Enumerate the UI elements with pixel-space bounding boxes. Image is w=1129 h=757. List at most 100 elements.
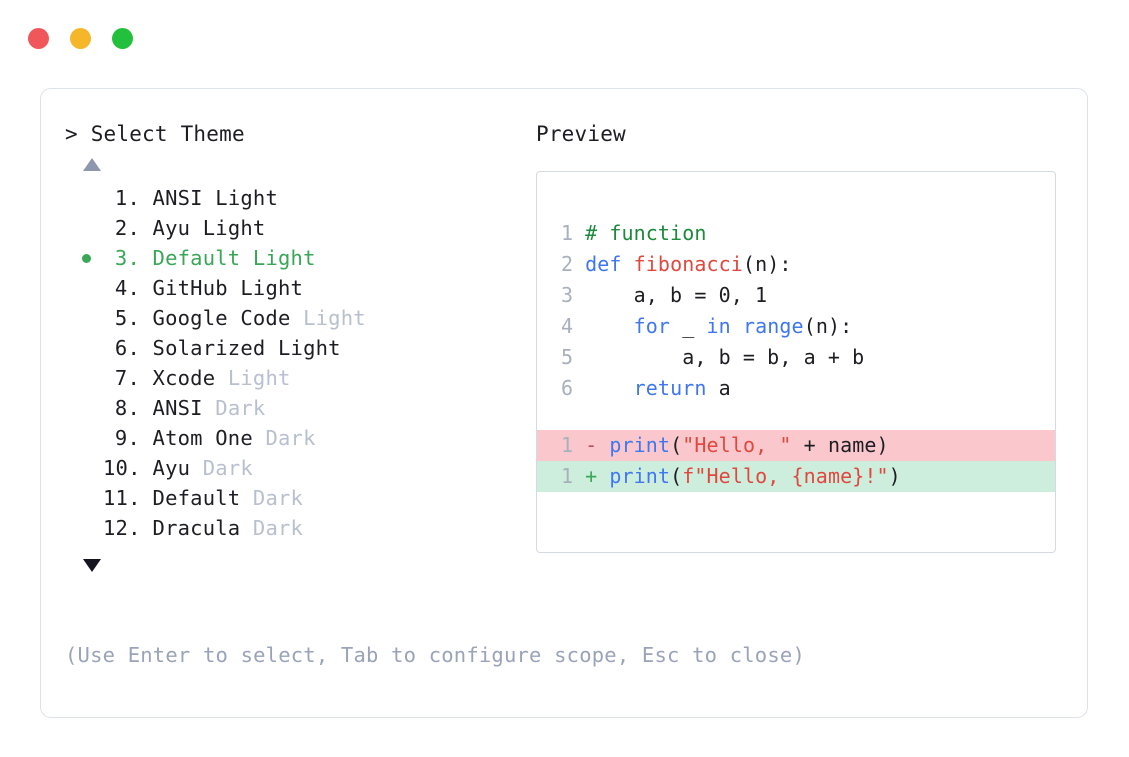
theme-item-variant: Dark <box>190 456 253 480</box>
theme-list-item[interactable]: 5. Google Code Light <box>65 303 535 333</box>
theme-item-variant: Dark <box>240 486 304 510</box>
theme-item-index: 4. <box>114 276 141 300</box>
code-token-call: range <box>742 314 804 338</box>
theme-item-index: 5. <box>114 306 141 330</box>
theme-item-index: 12. <box>103 516 141 540</box>
code-token-call: print <box>609 464 671 488</box>
code-line: 6 return a <box>537 373 1055 404</box>
code-token-keyword: def <box>585 252 634 276</box>
line-number: 3 <box>561 283 574 307</box>
theme-item-variant: Light <box>227 276 304 300</box>
theme-list-item[interactable]: 7. Xcode Light <box>65 363 535 393</box>
theme-list-item[interactable]: 8. ANSI Dark <box>65 393 535 423</box>
theme-list-item[interactable]: 9. Atom One Dark <box>65 423 535 453</box>
code-token-plain <box>731 314 743 338</box>
theme-item-index: 2. <box>114 216 141 240</box>
diff-block: 1- print("Hello, " + name)1+ print(f"Hel… <box>537 430 1055 492</box>
theme-list-item[interactable]: 11. Default Dark <box>65 483 535 513</box>
theme-item-index: 10. <box>103 456 141 480</box>
theme-item-name: ANSI <box>140 186 203 210</box>
line-number: 4 <box>561 314 574 338</box>
theme-item-variant: Light <box>202 186 278 210</box>
code-token-plain: ) <box>888 464 901 488</box>
prompt-title: Select Theme <box>90 122 245 146</box>
theme-item-variant: Dark <box>202 396 266 420</box>
code-token-keyword: in <box>706 314 731 338</box>
diff-line-number: 1 <box>561 433 574 457</box>
selected-bullet-icon <box>82 434 91 443</box>
theme-list-item[interactable]: 3. Default Light <box>65 243 535 273</box>
selected-bullet-icon <box>82 374 91 383</box>
theme-item-variant: Light <box>240 246 316 270</box>
minimize-window-button[interactable] <box>70 28 91 49</box>
theme-list-item[interactable]: 2. Ayu Light <box>65 213 535 243</box>
theme-item-index: 7. <box>114 366 141 390</box>
theme-item-index: 1. <box>114 186 141 210</box>
theme-item-name: Ayu <box>140 456 191 480</box>
theme-item-name: Default <box>140 246 241 270</box>
keyboard-hint: (Use Enter to select, Tab to configure s… <box>65 643 805 667</box>
code-token-plain: _ <box>670 314 707 338</box>
code-line: 3 a, b = 0, 1 <box>537 280 1055 311</box>
theme-item-name: Atom One <box>140 426 253 450</box>
selected-bullet-icon <box>82 344 91 353</box>
scroll-down-icon[interactable] <box>83 559 101 572</box>
code-token-plain: a, b = b, a + b <box>585 345 865 369</box>
line-number: 5 <box>561 345 574 369</box>
diff-line-addition: 1+ print(f"Hello, {name}!") <box>537 461 1055 492</box>
theme-item-name: GitHub <box>140 276 228 300</box>
window-controls <box>28 28 133 49</box>
line-number: 2 <box>561 252 574 276</box>
theme-list-item[interactable]: 1. ANSI Light <box>65 183 535 213</box>
theme-item-name: Google Code <box>140 306 291 330</box>
diff-line-deletion: 1- print("Hello, " + name) <box>537 430 1055 461</box>
diff-spacer <box>597 433 609 457</box>
theme-item-index: 3. <box>114 246 141 270</box>
theme-item-variant: Light <box>190 216 266 240</box>
selected-bullet-icon <box>82 284 91 293</box>
code-token-comment: # function <box>585 221 707 245</box>
code-token-plain <box>585 376 634 400</box>
code-token-string: "Hello, " <box>682 433 792 457</box>
code-token-plain: a <box>706 376 731 400</box>
theme-item-name: Dracula <box>140 516 241 540</box>
prompt-header: > Select Theme <box>65 119 535 149</box>
diff-spacer <box>597 464 609 488</box>
selected-bullet-icon <box>82 524 91 533</box>
code-spacer <box>537 404 1055 430</box>
theme-item-variant: Light <box>265 336 341 360</box>
scroll-up-icon[interactable] <box>83 158 101 171</box>
theme-item-index: 11. <box>103 486 141 510</box>
diff-sign: + <box>585 464 598 488</box>
code-token-keyword: return <box>633 376 707 400</box>
selected-bullet-icon <box>82 494 91 503</box>
selected-bullet-icon <box>82 194 91 203</box>
selected-bullet-icon <box>82 404 91 413</box>
theme-list-item[interactable]: 6. Solarized Light <box>65 333 535 363</box>
theme-list-item[interactable]: 12. Dracula Dark <box>65 513 535 543</box>
code-token-plain: + name) <box>791 433 889 457</box>
theme-item-index: 8. <box>114 396 141 420</box>
preview-title: Preview <box>536 122 626 146</box>
selected-bullet-icon <box>82 314 91 323</box>
diff-line-number: 1 <box>561 464 574 488</box>
selected-bullet-icon <box>82 464 91 473</box>
theme-item-index: 9. <box>114 426 141 450</box>
theme-item-variant: Light <box>215 366 291 390</box>
theme-list-item[interactable]: 10. Ayu Dark <box>65 453 535 483</box>
code-token-plain: (n): <box>742 252 792 276</box>
theme-list-item[interactable]: 4. GitHub Light <box>65 273 535 303</box>
code-token-keyword: for <box>633 314 671 338</box>
theme-item-name: ANSI <box>140 396 203 420</box>
page-title <box>78 122 91 146</box>
close-window-button[interactable] <box>28 28 49 49</box>
selected-bullet-icon <box>82 254 91 263</box>
maximize-window-button[interactable] <box>112 28 133 49</box>
